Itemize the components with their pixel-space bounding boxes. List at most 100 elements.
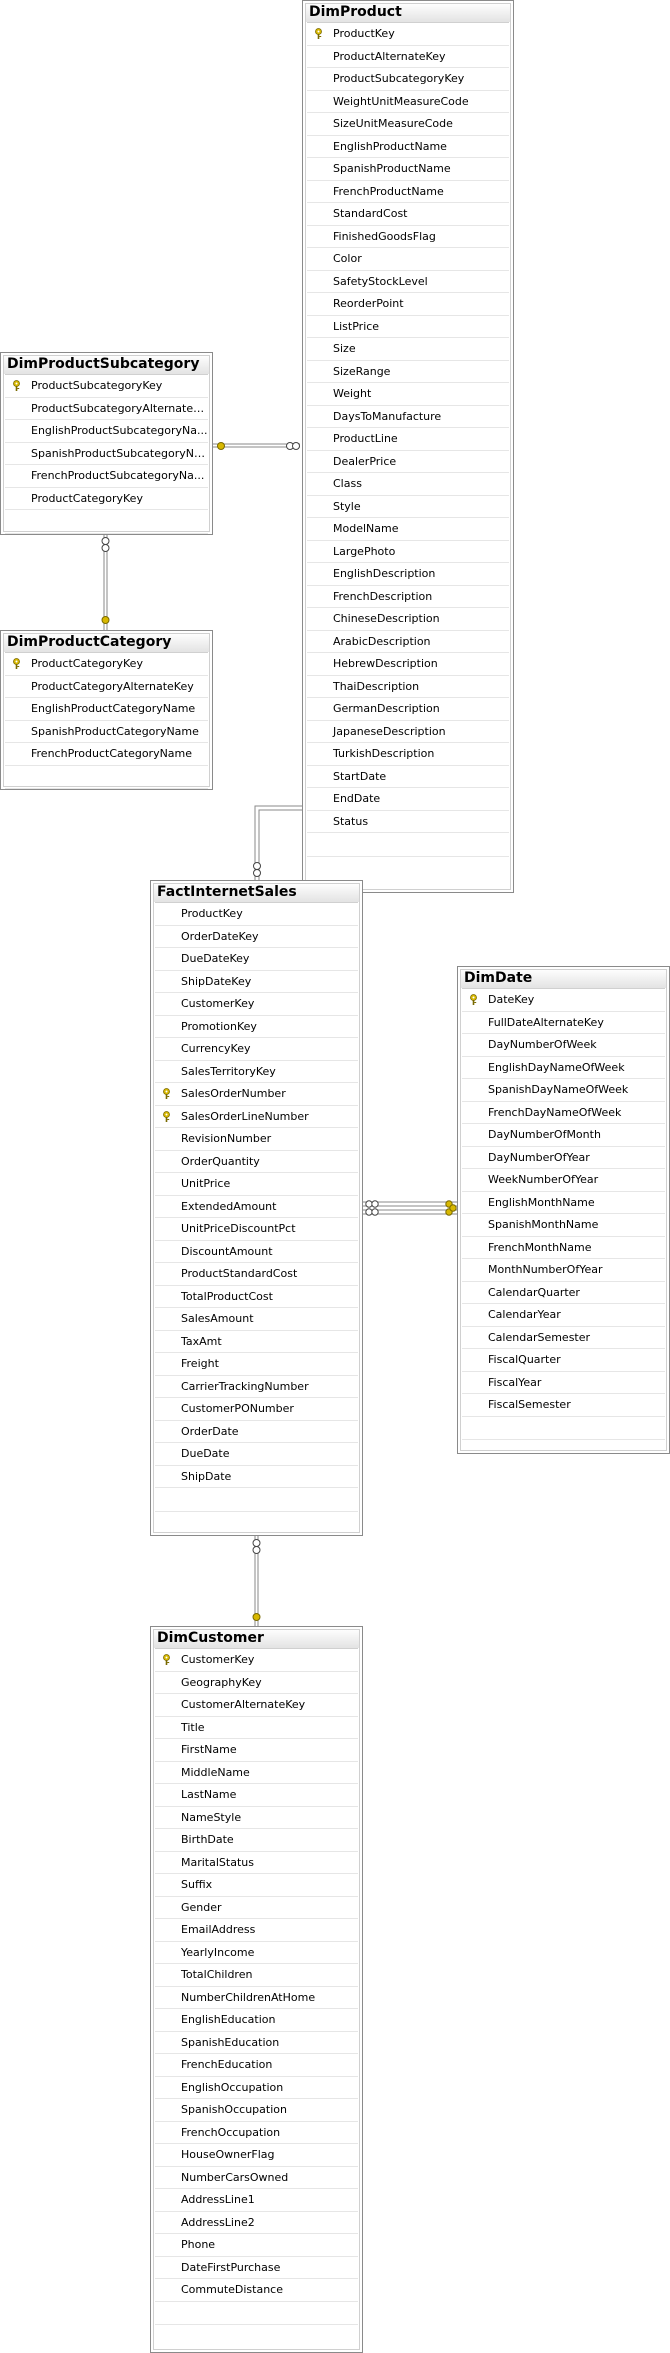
column-row[interactable]: NameStyle bbox=[155, 1807, 358, 1829]
column-row[interactable]: CustomerAlternateKey bbox=[155, 1694, 358, 1717]
column-row[interactable]: ProductSubcategoryAlternateK... bbox=[5, 398, 208, 420]
column-row[interactable]: CustomerPONumber bbox=[155, 1398, 358, 1421]
column-row[interactable]: ShipDateKey bbox=[155, 971, 358, 993]
column-row[interactable]: EnglishProductName bbox=[307, 136, 509, 158]
column-row[interactable]: Weight bbox=[307, 383, 509, 406]
column-row[interactable]: MiddleName bbox=[155, 1762, 358, 1784]
column-row[interactable]: CarrierTrackingNumber bbox=[155, 1376, 358, 1398]
column-row[interactable]: FrenchProductName bbox=[307, 181, 509, 203]
column-row[interactable]: ProductCategoryAlternateKey bbox=[5, 676, 208, 698]
column-row[interactable]: CalendarQuarter bbox=[462, 1282, 665, 1304]
column-row[interactable]: UnitPriceDiscountPct bbox=[155, 1218, 358, 1241]
column-row[interactable]: Suffix bbox=[155, 1874, 358, 1897]
column-row[interactable]: StartDate bbox=[307, 766, 509, 788]
column-row[interactable]: DealerPrice bbox=[307, 451, 509, 473]
column-row[interactable]: MonthNumberOfYear bbox=[462, 1259, 665, 1282]
column-row[interactable]: AddressLine2 bbox=[155, 2212, 358, 2234]
column-row[interactable]: FrenchDescription bbox=[307, 586, 509, 608]
column-row[interactable]: Class bbox=[307, 473, 509, 496]
column-row[interactable]: SpanishEducation bbox=[155, 2032, 358, 2054]
column-row[interactable]: SizeUnitMeasureCode bbox=[307, 113, 509, 136]
column-row[interactable]: UnitPrice bbox=[155, 1173, 358, 1196]
column-row[interactable]: Title bbox=[155, 1717, 358, 1739]
column-row[interactable]: HebrewDescription bbox=[307, 653, 509, 676]
column-row[interactable]: WeightUnitMeasureCode bbox=[307, 91, 509, 113]
column-row[interactable]: FiscalSemester bbox=[462, 1394, 665, 1417]
column-row[interactable]: RevisionNumber bbox=[155, 1128, 358, 1151]
column-row[interactable]: FiscalYear bbox=[462, 1372, 665, 1394]
column-row[interactable]: JapaneseDescription bbox=[307, 721, 509, 743]
column-row[interactable]: EnglishProductSubcategoryNa... bbox=[5, 420, 208, 443]
column-row[interactable]: DayNumberOfYear bbox=[462, 1147, 665, 1169]
column-row[interactable]: TurkishDescription bbox=[307, 743, 509, 766]
column-row[interactable]: ExtendedAmount bbox=[155, 1196, 358, 1218]
column-row[interactable]: LargePhoto bbox=[307, 541, 509, 563]
column-row[interactable]: FrenchProductCategoryName bbox=[5, 743, 208, 766]
column-row[interactable]: DaysToManufacture bbox=[307, 406, 509, 428]
column-row[interactable]: StandardCost bbox=[307, 203, 509, 226]
column-row[interactable]: ProductStandardCost bbox=[155, 1263, 358, 1286]
column-row[interactable]: DayNumberOfWeek bbox=[462, 1034, 665, 1057]
column-row[interactable]: OrderDate bbox=[155, 1421, 358, 1443]
column-row[interactable]: FrenchDayNameOfWeek bbox=[462, 1102, 665, 1124]
column-row[interactable]: BirthDate bbox=[155, 1829, 358, 1852]
column-row[interactable]: TotalChildren bbox=[155, 1964, 358, 1987]
column-row[interactable]: DueDate bbox=[155, 1443, 358, 1466]
column-row[interactable]: NumberChildrenAtHome bbox=[155, 1987, 358, 2009]
column-row[interactable]: SpanishProductName bbox=[307, 158, 509, 181]
column-row[interactable]: OrderQuantity bbox=[155, 1151, 358, 1173]
column-row[interactable]: SpanishMonthName bbox=[462, 1214, 665, 1237]
column-row[interactable]: GeographyKey bbox=[155, 1672, 358, 1694]
column-row[interactable]: FullDateAlternateKey bbox=[462, 1012, 665, 1034]
column-row[interactable]: CustomerKey bbox=[155, 993, 358, 1016]
column-row[interactable]: TaxAmt bbox=[155, 1331, 358, 1353]
column-row[interactable]: Status bbox=[307, 811, 509, 833]
column-row[interactable]: GermanDescription bbox=[307, 698, 509, 721]
column-row[interactable]: ReorderPoint bbox=[307, 293, 509, 316]
column-row[interactable]: EnglishOccupation bbox=[155, 2077, 358, 2099]
column-row[interactable]: CurrencyKey bbox=[155, 1038, 358, 1061]
column-row[interactable]: SpanishProductCategoryName bbox=[5, 721, 208, 743]
column-row[interactable]: FinishedGoodsFlag bbox=[307, 226, 509, 248]
column-row[interactable]: SalesOrderLineNumber bbox=[155, 1106, 358, 1128]
column-row[interactable]: SafetyStockLevel bbox=[307, 271, 509, 293]
column-row[interactable]: ChineseDescription bbox=[307, 608, 509, 631]
relationship-factsales-date[interactable] bbox=[363, 1201, 457, 1215]
column-row[interactable]: EnglishEducation bbox=[155, 2009, 358, 2032]
column-row[interactable]: DueDateKey bbox=[155, 948, 358, 971]
column-row[interactable]: OrderDateKey bbox=[155, 926, 358, 948]
column-row[interactable]: SalesOrderNumber bbox=[155, 1083, 358, 1106]
column-row[interactable]: EnglishDayNameOfWeek bbox=[462, 1057, 665, 1079]
column-row[interactable]: Style bbox=[307, 496, 509, 518]
column-row[interactable]: ProductLine bbox=[307, 428, 509, 451]
column-row[interactable]: ProductKey bbox=[155, 903, 358, 926]
column-row[interactable]: SalesTerritoryKey bbox=[155, 1061, 358, 1083]
column-row[interactable]: EnglishMonthName bbox=[462, 1192, 665, 1214]
table-dim-product-subcategory[interactable]: DimProductSubcategory ProductSubcategory… bbox=[0, 352, 213, 535]
column-row[interactable]: PromotionKey bbox=[155, 1016, 358, 1038]
column-row[interactable]: DiscountAmount bbox=[155, 1241, 358, 1263]
column-row[interactable]: ListPrice bbox=[307, 316, 509, 338]
column-row[interactable]: ModelName bbox=[307, 518, 509, 541]
column-row[interactable]: CalendarSemester bbox=[462, 1327, 665, 1349]
column-row[interactable]: FrenchOccupation bbox=[155, 2122, 358, 2144]
column-row[interactable]: EndDate bbox=[307, 788, 509, 811]
column-row[interactable]: Color bbox=[307, 248, 509, 271]
column-row[interactable]: EmailAddress bbox=[155, 1919, 358, 1942]
column-row[interactable]: SalesAmount bbox=[155, 1308, 358, 1331]
column-row[interactable]: ThaiDescription bbox=[307, 676, 509, 698]
column-row[interactable]: ArabicDescription bbox=[307, 631, 509, 653]
column-row[interactable]: SpanishProductSubcategoryNa... bbox=[5, 443, 208, 465]
column-row[interactable]: Freight bbox=[155, 1353, 358, 1376]
column-row[interactable]: MaritalStatus bbox=[155, 1852, 358, 1874]
column-row[interactable]: ProductSubcategoryKey bbox=[5, 375, 208, 398]
column-row[interactable]: AddressLine1 bbox=[155, 2189, 358, 2212]
column-row[interactable]: ProductSubcategoryKey bbox=[307, 68, 509, 91]
column-row[interactable]: ProductCategoryKey bbox=[5, 488, 208, 510]
column-row[interactable]: DateKey bbox=[462, 989, 665, 1012]
column-row[interactable]: ProductAlternateKey bbox=[307, 46, 509, 68]
